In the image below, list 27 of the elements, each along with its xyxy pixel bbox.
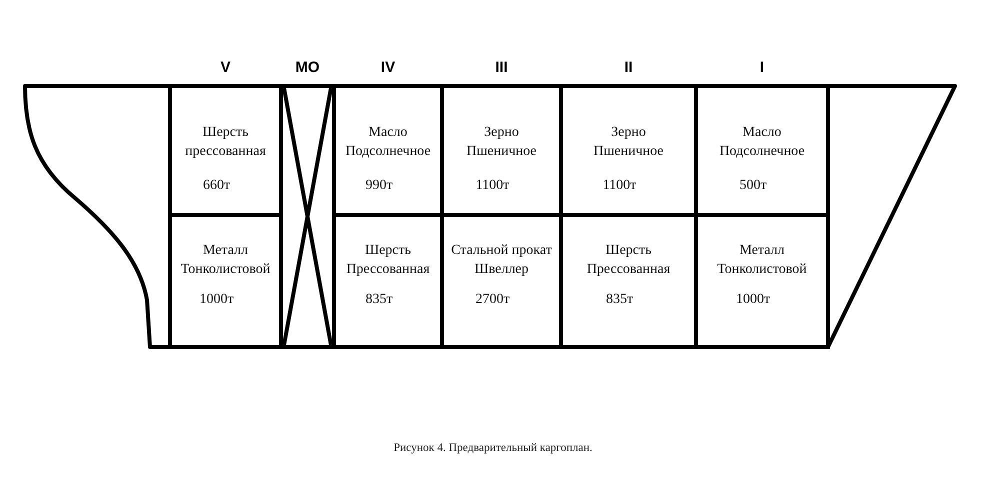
section-label: МО (295, 59, 320, 77)
cargo-tonnage: 1100т (602, 177, 636, 195)
cargo-tonnage: 1000т (736, 291, 770, 309)
section-label: I (760, 59, 764, 77)
cargo-name: Зерно Пшеничное (594, 124, 664, 161)
cargo-name: Шерсть Прессованная (586, 242, 670, 279)
cargo-name: Зерно Пшеничное (466, 124, 536, 161)
section-label: II (624, 59, 633, 77)
cargo-tonnage: 835т (606, 291, 634, 309)
cargo-name: Масло Подсолнечное (345, 124, 431, 161)
cargo-tonnage: 835т (365, 291, 393, 309)
cargo-name: Шерсть прессованная (185, 124, 266, 161)
cargo-name: Стальной прокат Швеллер (450, 242, 553, 279)
figure-caption: Рисунок 4. Предварительный каргоплан. (394, 441, 592, 455)
cargo-name: Металл Тонколистовой (180, 242, 270, 279)
cargo-tonnage: 2700т (475, 291, 510, 309)
cargo-tonnage: 1000т (199, 291, 234, 309)
cargo-tonnage: 990т (365, 177, 393, 195)
section-label: IV (380, 59, 396, 77)
section-label: III (495, 59, 508, 77)
cargo-name: Шерсть Прессованная (346, 242, 430, 279)
cargo-tonnage: 1100т (476, 177, 510, 195)
section-label: V (220, 59, 230, 77)
cargo-tonnage: 660т (202, 177, 230, 195)
cargo-tonnage: 500т (739, 177, 767, 195)
cargo-name: Масло Подсолнечное (719, 124, 805, 161)
cargo-name: Металл Тонколистовой (717, 242, 807, 279)
